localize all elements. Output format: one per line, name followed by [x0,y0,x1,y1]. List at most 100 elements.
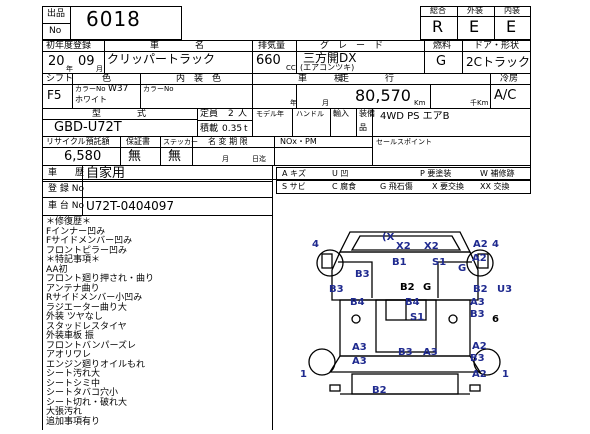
note-line: シート汚れ大 [46,369,101,379]
displacement: 660 [256,53,281,68]
chassis-no: U72T-0404097 [86,199,175,213]
legend-w: W 補修跡 [480,169,515,178]
note-line: 外装車板 振 [46,331,94,341]
mileage-label: 走 行 [340,74,395,84]
door-shape: 2Cトラック [466,55,531,69]
warranty: 無 [128,149,142,164]
notes-right-border [272,215,273,430]
interior-color-label: 内 装 色 [176,74,222,84]
legend-a: A キズ [282,169,307,178]
cab-door-left [338,261,373,298]
thousand-km-unit: 千Km [470,99,489,107]
note-line: ＊修復歴＊ [46,217,92,227]
handle-label: ハンドル [296,110,324,118]
note-line: フロントピラー凹み [46,245,128,256]
cab-body [331,251,479,301]
mark-b1: B1 [392,257,407,268]
mark-b3-right-mid: B3 [470,309,485,320]
displacement-label: 排気量 [258,41,286,51]
mirror-right [477,253,489,269]
front-wheel-left [316,249,344,277]
row4-div-a [120,136,121,165]
note-line: 大張汚れ [46,407,83,417]
row3-mid-line [197,120,252,121]
shift-label: シフト [46,74,74,84]
cab-door-right [437,261,472,298]
load: 0.35 [222,124,243,134]
legend-mid [276,180,531,181]
sales-point-label: セールスポイント [376,138,432,146]
equip-label: 装備 [359,109,375,118]
note-line: スタッドレスタイヤ [46,321,127,332]
recycle-label: リサイクル預託額 [46,137,110,146]
reg-month-unit: 月 [96,65,103,73]
mark-4-left: 4 [312,239,319,250]
row3-div-e [356,108,357,136]
legend-u: U 凹 [332,169,349,178]
sticker: 無 [168,149,182,164]
load-unit: t [244,124,248,134]
row2-label-line [42,84,531,85]
row1-bottom-line [42,73,531,74]
mark-x2-right: X2 [424,241,439,252]
fuel-label: 燃料 [433,41,452,51]
row4-div-b [160,136,161,165]
car-name: クリッパートラック [107,52,216,66]
mark-b3-center: B3 [398,347,413,358]
rear-wheel-right [473,348,501,376]
warranty-label: 保証書 [126,137,150,146]
lot-number: 6018 [86,7,141,31]
model: GBD-U72T [54,120,122,135]
rear-gate [351,373,459,395]
capacity-unit: 人 [238,109,248,119]
door-label: ドア・形状 [474,41,520,51]
mark-1-left: 1 [300,369,307,380]
cc-unit: CC [286,64,296,72]
notes-left-border [42,215,43,430]
lot-label-bottom: No [49,26,62,36]
reg-year-unit: 年 [66,65,73,73]
note-line: Fサイドメンバー凹み [46,236,133,246]
grade-divider-1 [457,6,458,40]
name-label: 車 名 [150,41,205,51]
grade-label-exterior: 外装 [467,6,483,15]
mark-1-right: 1 [502,369,509,380]
mirror-left [321,253,333,269]
grade-overall: R [432,17,444,36]
capacity-label: 定員 [200,109,219,119]
lot-divider [70,6,71,40]
row1-div-c [296,40,297,73]
note-line: フロントバンパーズレ [46,340,137,351]
row2-div-b [140,73,141,108]
grade-label-overall: 総合 [430,6,446,15]
note-line: シート切れ・破れ大 [46,397,128,408]
row1-div-e [462,40,463,73]
row4-div-d [274,136,275,165]
reg-month: 09 [78,54,95,69]
note-line: アオリワレ [46,350,92,360]
note-line: アンテナ曲り [46,283,100,294]
mark-b2-bottom: B2 [372,385,387,396]
history-label: 車 歴 [48,168,85,178]
row1-label-line [42,51,531,52]
row2-bottom-line [42,108,531,109]
fuel: G [436,54,447,69]
grade-exterior: E [469,17,480,36]
mark-x-left: (X [382,232,395,243]
row1-div-d [424,40,425,73]
front-wheel-right [466,249,494,277]
row2-div-e [430,84,431,108]
spec-grid [42,40,531,180]
color-name: ホワイト [75,95,107,104]
mark-g-right: G [458,263,467,274]
rear-lamp-right [469,384,481,392]
capacity: 2 [228,109,234,119]
mark-b4-left: B4 [350,297,365,308]
note-line: フロント廻り押され・曲り [46,274,155,284]
inspection-label: 車 検 [298,74,344,84]
reg-year: 20 [48,54,65,69]
color-no-label: カラーNo [75,85,106,93]
mileage: 80,570 [355,86,411,105]
mark-a2-lower-right-2: A2 [472,369,487,380]
